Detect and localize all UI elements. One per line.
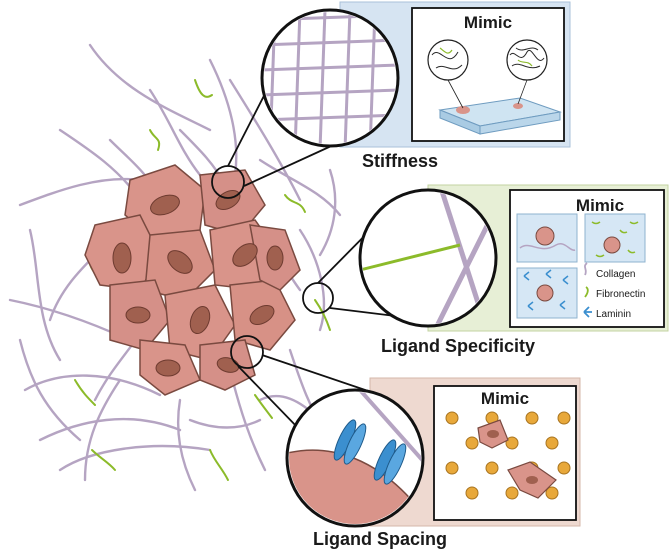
specificity-zoom-circle <box>358 188 498 328</box>
soft-network-circle <box>427 39 469 81</box>
stiffness-mimic-title: Mimic <box>464 13 512 32</box>
ligand-dot-array <box>445 411 571 500</box>
stiffness-panel: Mimic <box>260 1 571 148</box>
ligand-specificity-panel: Mimic Collagen Fibronectin Laminin <box>358 184 669 332</box>
laminin-legend-icon <box>583 306 592 318</box>
cell-cluster <box>84 164 301 396</box>
ligand-spacing-panel: Mimic <box>285 377 581 528</box>
spacing-mimic-title: Mimic <box>481 389 529 408</box>
legend-laminin: Laminin <box>596 309 631 320</box>
legend-fibronectin: Fibronectin <box>596 289 645 300</box>
collagen-legend-icon <box>584 262 588 276</box>
zoom-source-specificity <box>302 282 334 314</box>
fibronectin-legend-icon <box>584 286 589 298</box>
zoom-source-spacing <box>230 335 264 369</box>
cell-nuclei <box>112 190 284 377</box>
ligand-specificity-label: Ligand Specificity <box>381 336 535 356</box>
stiffness-label: Stiffness <box>362 151 438 171</box>
legend-collagen: Collagen <box>596 269 635 280</box>
ligand-spacing-label: Ligand Spacing <box>313 529 447 549</box>
specificity-mimic-title: Mimic <box>576 196 624 215</box>
stiffness-zoom-circle <box>260 8 400 148</box>
specificity-legend: Collagen Fibronectin Laminin <box>583 262 645 320</box>
